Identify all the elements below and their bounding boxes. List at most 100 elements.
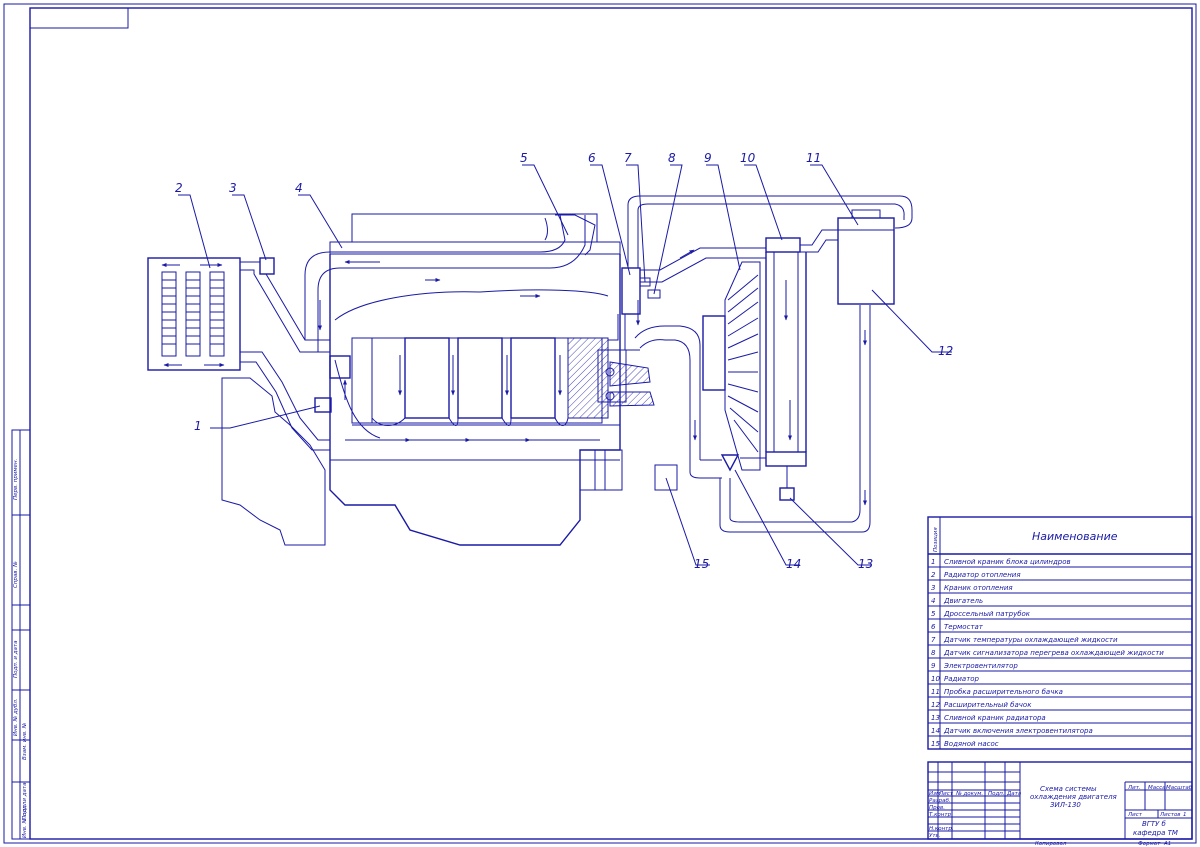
tb-title-1: Схема системы: [1040, 785, 1097, 793]
callout-9: 9: [704, 151, 712, 165]
side-perv-primen: Перв. примен.: [13, 458, 19, 500]
table-row-name: Краник отопления: [944, 584, 1013, 592]
table-row-name: Датчик температуры охлаждающей жидкости: [943, 636, 1118, 644]
callout-3: 3: [229, 181, 237, 195]
callout-10: 10: [740, 151, 756, 165]
table-row-pos: 7: [931, 636, 936, 644]
table-row-name: Датчик включения электровентилятора: [943, 727, 1093, 735]
callout-11: 11: [806, 151, 821, 165]
table-row-pos: 6: [931, 623, 936, 631]
callout-2: 2: [175, 181, 183, 195]
table-row-name: Датчик сигнализатора перегрева охлаждающ…: [943, 649, 1164, 657]
sheet-frame: [3, 3, 1197, 844]
table-row-name: Радиатор: [944, 675, 980, 683]
tb-date: Дата: [1006, 791, 1022, 797]
table-row-name: Дроссельный патрубок: [943, 610, 1031, 618]
table-row-name: Термостат: [944, 623, 984, 631]
expansion-tank: [837, 209, 895, 305]
cylinder-block: [345, 337, 620, 441]
title-block: Изм Лист № докум. Подп. Дата Разраб. Про…: [927, 761, 1193, 847]
radiator-drain-tap: [779, 487, 795, 501]
overheat-sensor: [647, 289, 661, 299]
tb-tkontr: Т.контр.: [929, 812, 953, 818]
table-row-pos: 8: [931, 649, 936, 657]
table-name-header: Наименование: [1032, 530, 1118, 543]
tb-prov: Пров.: [929, 805, 945, 811]
side-podp-data-1: Подп. и дата: [13, 640, 19, 678]
table-row-pos: 11: [931, 688, 940, 696]
table-pos-header: Позиция: [933, 527, 939, 552]
schematic: 1 2 3 4 5 6 7 8 9 10 11 12 13 14 15: [147, 151, 953, 571]
tb-listov-value: 1: [1183, 812, 1187, 818]
fan-switch-sensor: [720, 454, 740, 472]
table-row-pos: 14: [931, 727, 940, 735]
thermostat: [621, 267, 641, 315]
table-row-name: Сливной краник радиатора: [944, 714, 1046, 722]
callout-13: 13: [858, 557, 873, 571]
callout-1: 1: [194, 419, 202, 433]
table-row-name: Радиатор отопления: [944, 571, 1021, 579]
parts-table: Позиция Наименование 1 Сливной краник бло…: [927, 516, 1193, 750]
tb-utv: Утв.: [929, 833, 941, 839]
side-stamp: Перв. примен. Справ. № Подп. и дата Инв.…: [11, 429, 31, 840]
electric-fan: [702, 261, 761, 471]
callout-6: 6: [588, 151, 596, 165]
tb-list-label: Лист: [1127, 812, 1143, 818]
tb-listov-label: Листов: [1159, 812, 1181, 818]
table-row-pos: 15: [931, 740, 940, 748]
table-row-pos: 1: [931, 558, 935, 566]
side-vzam-inv: Взам. инв. №: [22, 722, 28, 760]
tb-title-2: охлаждения двигателя: [1030, 793, 1117, 801]
table-row-name: Сливной краник блока цилиндров: [944, 558, 1071, 566]
water-pump: [597, 325, 701, 491]
side-inv-dubl: Инв. № дубл.: [13, 698, 19, 736]
side-podp-data-2: Подп. и дата: [22, 782, 28, 820]
block-fitting: [329, 355, 351, 379]
leader-lines: [178, 164, 952, 566]
table-row-pos: 2: [931, 571, 936, 579]
callout-15: 15: [694, 557, 709, 571]
heater-radiator: [147, 257, 241, 371]
callout-numbers: 1 2 3 4 5 6 7 8 9 10 11 12 13 14 15: [175, 151, 953, 571]
tb-org-1: ВГТУ б: [1142, 820, 1166, 828]
table-row-name: Пробка расширительного бачка: [944, 688, 1063, 696]
tb-lit: Лит.: [1127, 785, 1141, 791]
table-row-pos: 5: [931, 610, 936, 618]
table-row-pos: 10: [931, 675, 940, 683]
upper-hoses: [304, 214, 586, 442]
radiator-hoses: [608, 195, 913, 533]
tb-masshtab: Масштаб: [1166, 785, 1193, 791]
tb-massa: Масса: [1148, 785, 1166, 791]
callout-5: 5: [520, 151, 528, 165]
tb-title-3: ЗИЛ-130: [1050, 801, 1081, 809]
tb-list: Лист: [938, 791, 954, 797]
callout-4: 4: [295, 181, 303, 195]
engine: [221, 213, 623, 546]
callout-7: 7: [624, 151, 632, 165]
throttle-pipe: [544, 214, 596, 256]
heater-tap: [259, 257, 275, 275]
callout-14: 14: [786, 557, 801, 571]
table-row-pos: 12: [931, 701, 940, 709]
block-drain-tap: [314, 397, 332, 413]
radiator: [765, 237, 807, 501]
table-row-name: Двигатель: [943, 597, 983, 605]
side-sprav: Справ. №: [13, 561, 19, 588]
table-row-pos: 3: [931, 584, 935, 592]
tb-org-2: кафедра ТМ: [1133, 829, 1178, 837]
table-row-name: Расширительный бачок: [944, 701, 1032, 709]
side-inv-podl: Инв. № подл.: [22, 800, 28, 838]
callout-12: 12: [938, 344, 953, 358]
tb-doc: № докум.: [955, 791, 983, 797]
table-row-name: Водяной насос: [944, 740, 999, 748]
callout-8: 8: [668, 151, 676, 165]
tb-sign: Подп.: [988, 791, 1005, 797]
table-row-pos: 9: [931, 662, 936, 670]
tb-format-value: А1: [1163, 841, 1171, 847]
tb-nkontr: Н.контр.: [929, 826, 954, 832]
table-row-pos: 13: [931, 714, 940, 722]
tb-format: Формат: [1138, 841, 1161, 847]
tb-kopiroval: Копировал: [1035, 841, 1067, 847]
